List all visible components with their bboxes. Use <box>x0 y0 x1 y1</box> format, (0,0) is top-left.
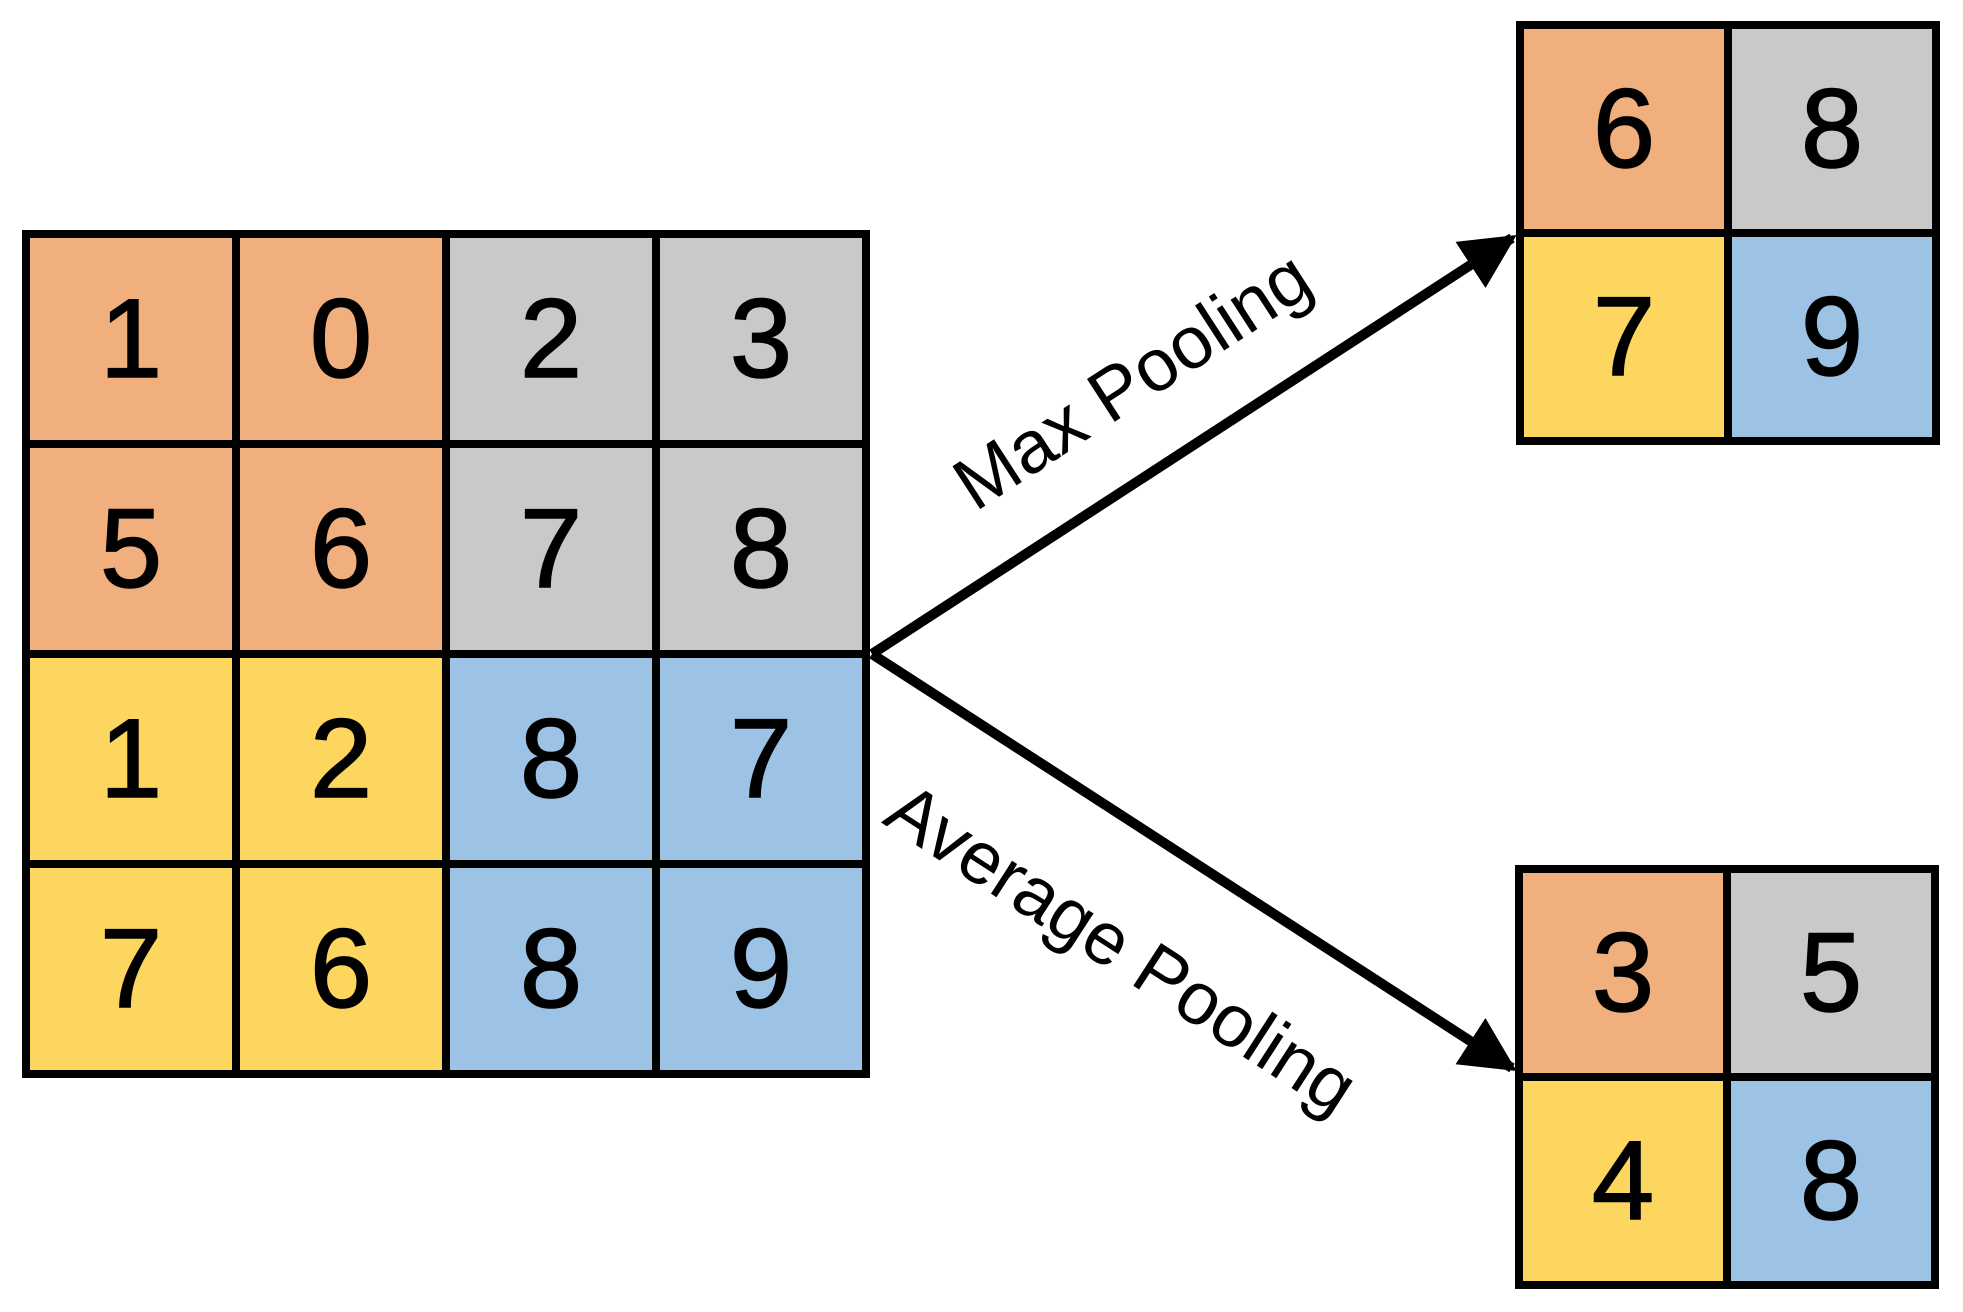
max-pool-cell: 8 <box>1732 29 1932 229</box>
input-cell: 9 <box>660 868 862 1070</box>
max-pool-cell: 7 <box>1524 237 1724 437</box>
input-cell: 5 <box>30 448 232 650</box>
input-cell: 3 <box>660 238 862 440</box>
input-cell: 8 <box>660 448 862 650</box>
input-cell: 7 <box>660 658 862 860</box>
input-cell: 6 <box>240 448 442 650</box>
avg-pool-cell: 3 <box>1523 873 1723 1073</box>
max-pool-cell: 9 <box>1732 237 1932 437</box>
average-pooling-result-grid: 3 5 4 8 <box>1515 865 1939 1289</box>
max-pooling-label: Max Pooling <box>938 234 1326 526</box>
avg-pool-cell: 5 <box>1731 873 1931 1073</box>
input-cell: 8 <box>450 658 652 860</box>
input-cell: 7 <box>450 448 652 650</box>
input-feature-map-grid: 1 0 2 3 5 6 7 8 1 2 8 7 7 6 8 9 <box>22 230 870 1078</box>
avg-pool-cell: 4 <box>1523 1081 1723 1281</box>
input-cell: 2 <box>450 238 652 440</box>
average-pooling-label: Average Pooling <box>872 766 1372 1130</box>
max-pool-cell: 6 <box>1524 29 1724 229</box>
input-cell: 8 <box>450 868 652 1070</box>
input-cell: 1 <box>30 238 232 440</box>
input-cell: 1 <box>30 658 232 860</box>
input-cell: 2 <box>240 658 442 860</box>
input-cell: 6 <box>240 868 442 1070</box>
max-pooling-result-grid: 6 8 7 9 <box>1516 21 1940 445</box>
input-cell: 0 <box>240 238 442 440</box>
avg-pool-cell: 8 <box>1731 1081 1931 1281</box>
input-cell: 7 <box>30 868 232 1070</box>
